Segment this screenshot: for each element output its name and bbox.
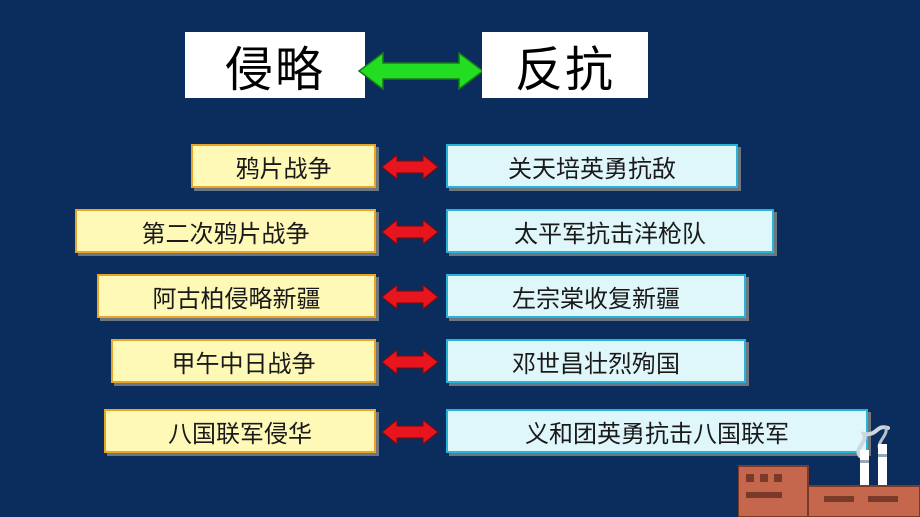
comparison-row-4: 甲午中日战争 邓世昌壮烈殉国 xyxy=(0,339,920,383)
resistance-box-4: 邓世昌壮烈殉国 xyxy=(446,339,746,383)
resistance-box-5: 义和团英勇抗击八国联军 xyxy=(446,409,868,453)
resistance-box-3: 左宗棠收复新疆 xyxy=(446,274,746,318)
red-double-arrow-icon xyxy=(381,219,439,245)
red-double-arrow-icon xyxy=(381,154,439,180)
header-resistance-label: 反抗 xyxy=(482,32,648,98)
red-double-arrow-icon xyxy=(381,419,439,445)
red-double-arrow-icon xyxy=(381,349,439,375)
invasion-box-2: 第二次鸦片战争 xyxy=(75,209,376,253)
resistance-box-2: 太平军抗击洋枪队 xyxy=(446,209,774,253)
resistance-box-1: 关天培英勇抗敌 xyxy=(446,144,738,188)
invasion-box-1: 鸦片战争 xyxy=(191,144,376,188)
green-double-arrow-icon xyxy=(357,51,485,91)
red-double-arrow-icon xyxy=(381,284,439,310)
invasion-box-4: 甲午中日战争 xyxy=(111,339,376,383)
invasion-box-3: 阿古柏侵略新疆 xyxy=(97,274,376,318)
comparison-row-2: 第二次鸦片战争 太平军抗击洋枪队 xyxy=(0,209,920,253)
factory-icon xyxy=(738,425,920,517)
header-invasion-label: 侵略 xyxy=(185,32,365,98)
comparison-row-1: 鸦片战争 关天培英勇抗敌 xyxy=(0,144,920,188)
comparison-row-5: 八国联军侵华 义和团英勇抗击八国联军 xyxy=(0,409,920,453)
comparison-row-3: 阿古柏侵略新疆 左宗棠收复新疆 xyxy=(0,274,920,318)
invasion-box-5: 八国联军侵华 xyxy=(104,409,376,453)
